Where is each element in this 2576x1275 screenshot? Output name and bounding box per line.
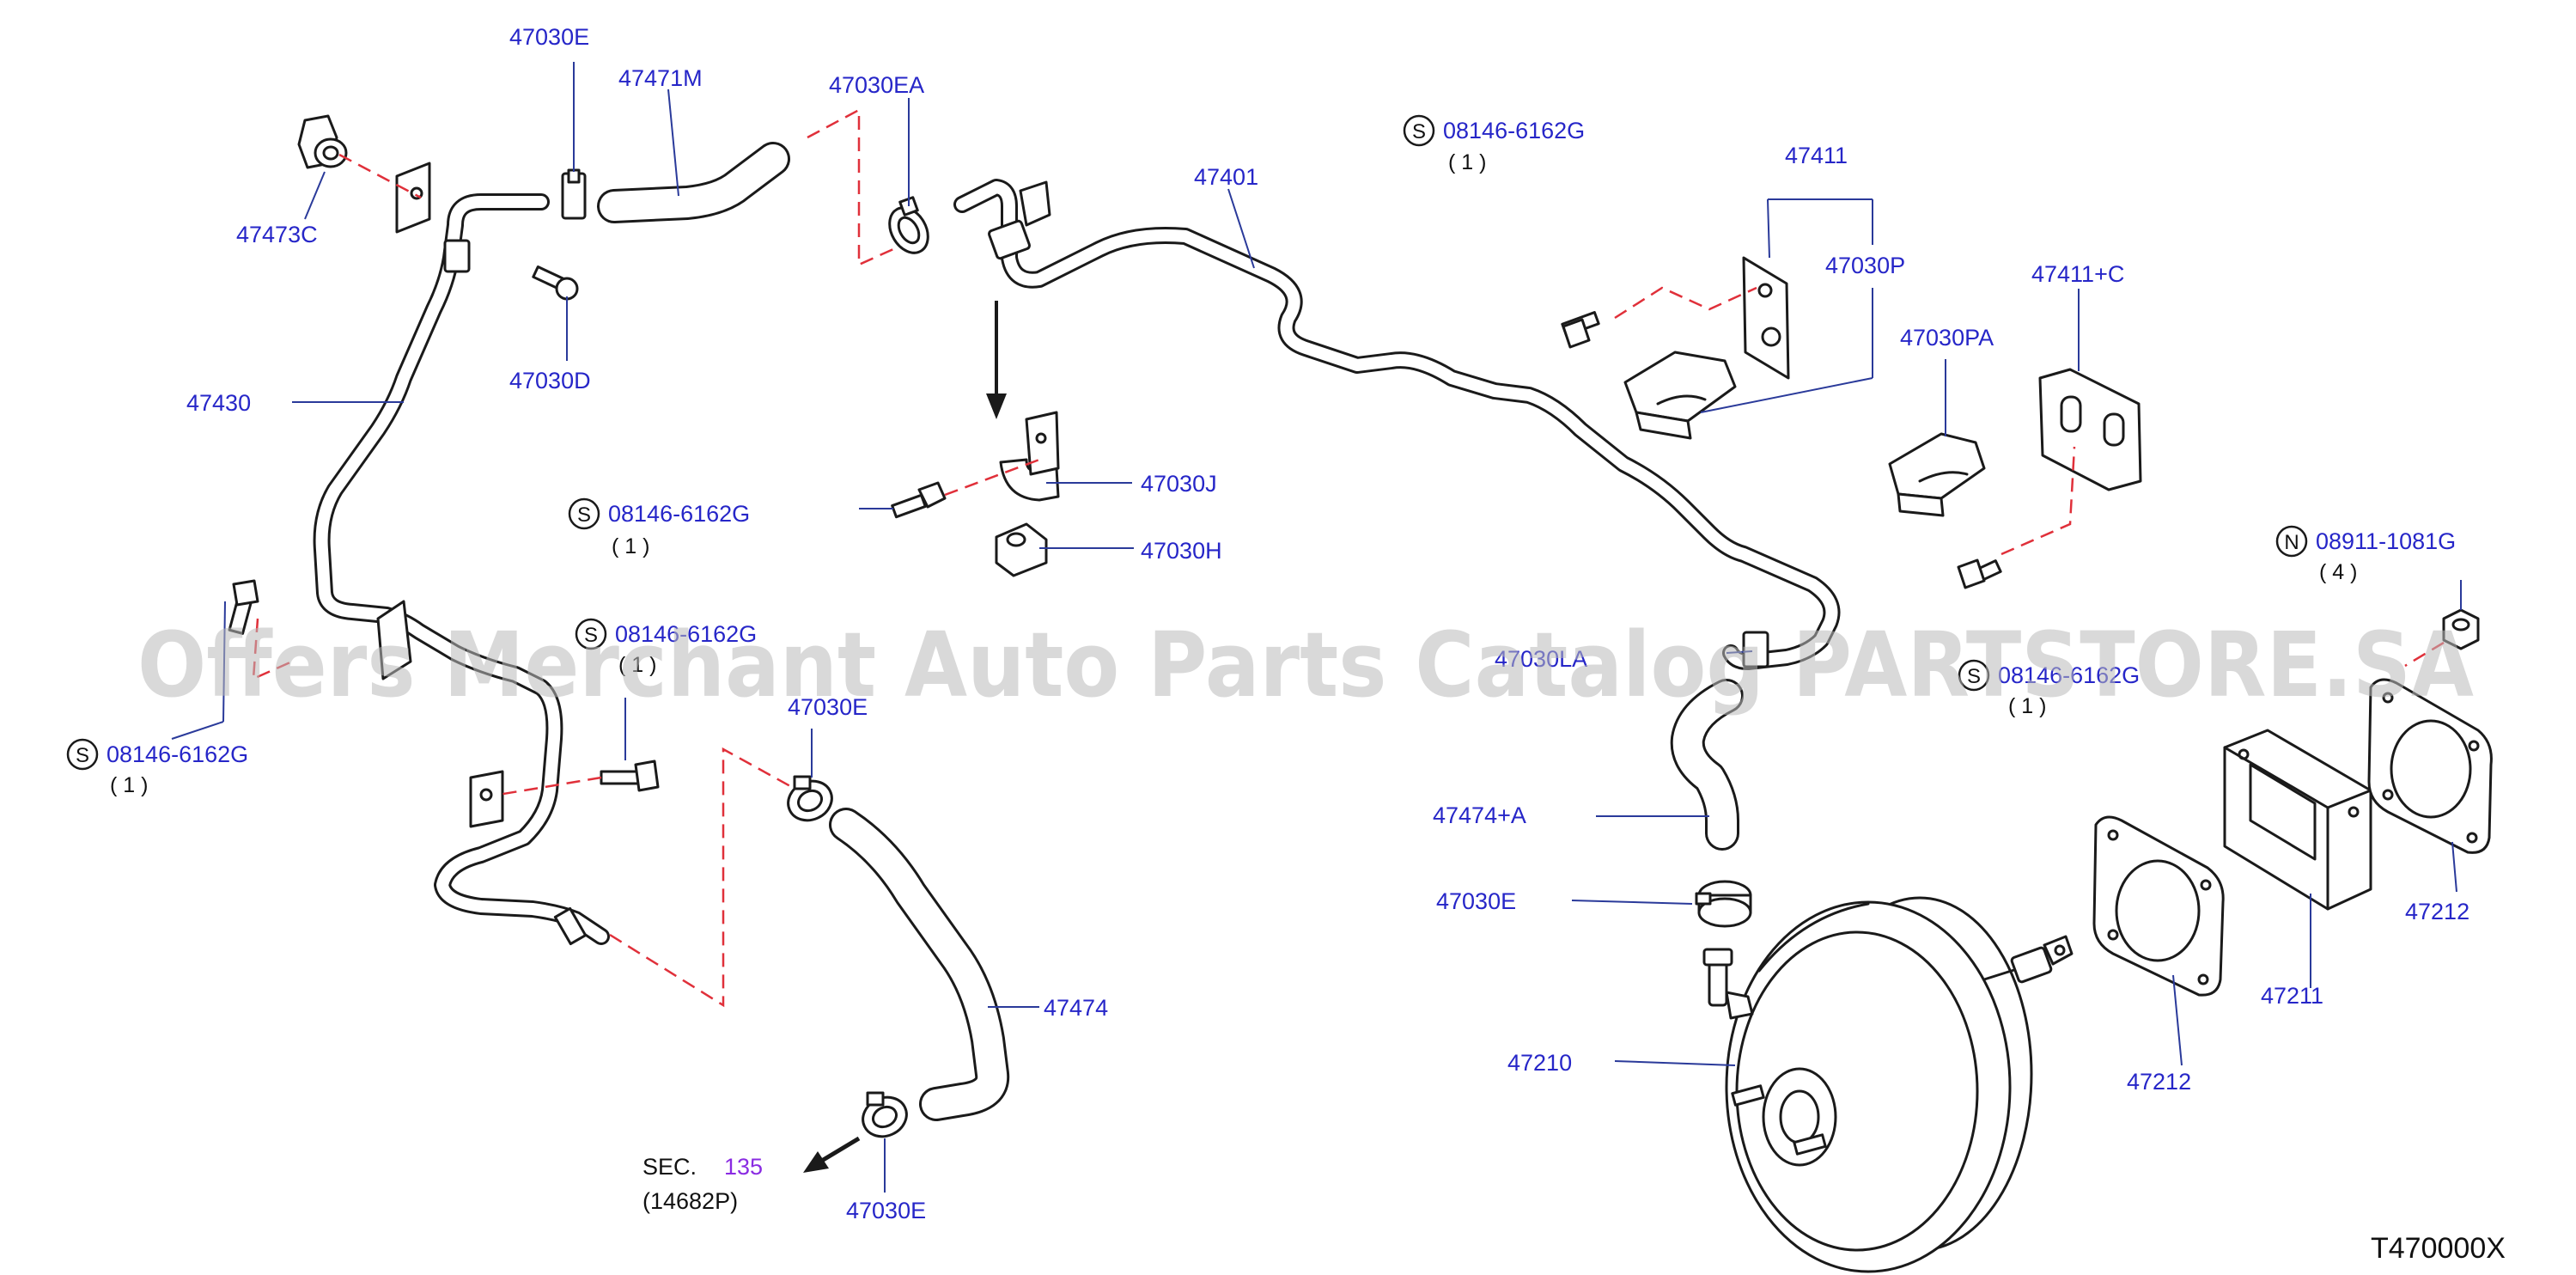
label-47411[interactable]: 47411 xyxy=(1785,143,1848,168)
fastener-callout[interactable]: S 08146-6162G ( 1 ) xyxy=(568,497,750,558)
label-47471m[interactable]: 47471M xyxy=(618,65,703,91)
fastener-callout[interactable]: S 08146-6162G ( 1 ) xyxy=(1403,114,1585,174)
brake-booster-47210 xyxy=(1702,896,2074,1273)
label-47030d[interactable]: 47030D xyxy=(509,368,591,393)
fastener-part: 08146-6162G xyxy=(615,621,757,647)
label-47030h[interactable]: 47030H xyxy=(1141,538,1222,564)
clip-47030p xyxy=(1623,351,1737,440)
tube-clip xyxy=(443,239,471,273)
section-sub: (14682P) xyxy=(642,1188,738,1214)
watermark-text: Offers Merchant Auto Parts Catalog PARTS… xyxy=(137,613,2474,717)
fastener-circle xyxy=(1403,114,1435,147)
fastener-callout[interactable]: S 08146-6162G ( 1 ) xyxy=(66,738,248,797)
bolt-left xyxy=(228,579,259,635)
fastener-letter: S xyxy=(577,503,591,527)
spacer-47211 xyxy=(2223,729,2372,911)
bracket-47411 xyxy=(1742,256,1790,380)
label-47030e-right[interactable]: 47030E xyxy=(1436,888,1516,914)
bolt-lower xyxy=(600,760,660,792)
clamp-47030e-right xyxy=(1695,880,1752,928)
clamp-47030e-bot xyxy=(862,1091,908,1138)
grommet-47473c xyxy=(297,114,348,169)
fastener-qty: ( 1 ) xyxy=(618,653,656,677)
tube-end xyxy=(553,906,588,946)
fastener-qty: ( 4 ) xyxy=(2319,560,2357,584)
fastener-letter: S xyxy=(584,624,598,647)
hose-47474a xyxy=(1670,679,1744,851)
tube-47401 xyxy=(953,179,1841,670)
fastener-letter: S xyxy=(1967,665,1981,688)
section-arrow xyxy=(803,1136,861,1173)
label-47401[interactable]: 47401 xyxy=(1194,164,1258,190)
label-47212-rear[interactable]: 47212 xyxy=(2405,899,2469,924)
fastener-callout[interactable]: S 08146-6162G ( 1 ) xyxy=(575,618,757,677)
label-47030e-mid[interactable]: 47030E xyxy=(788,694,868,720)
grommet-47030h xyxy=(995,522,1048,577)
tube-47430 xyxy=(313,162,610,946)
diagram-code: T470000X xyxy=(2371,1232,2506,1265)
label-47030j[interactable]: 47030J xyxy=(1141,471,1217,497)
section-reference[interactable]: SEC. 135 (14682P) xyxy=(642,1154,763,1214)
label-47474a[interactable]: 47474+A xyxy=(1433,802,1526,828)
label-47030e-bot[interactable]: 47030E xyxy=(846,1198,926,1223)
bolt-right xyxy=(1957,558,2002,589)
fastener-circle xyxy=(66,738,99,771)
label-47210[interactable]: 47210 xyxy=(1507,1050,1572,1076)
label-47030p[interactable]: 47030P xyxy=(1825,253,1905,278)
bracket-47411c xyxy=(2038,368,2142,491)
label-47211[interactable]: 47211 xyxy=(2261,983,2323,1009)
fastener-callout[interactable]: S 08146-6162G ( 1 ) xyxy=(1958,659,2140,718)
dashed-guides xyxy=(252,107,2445,1008)
bracket-mid xyxy=(376,600,412,680)
label-47430[interactable]: 47430 xyxy=(186,390,251,416)
clip-47030pa xyxy=(1888,432,1986,517)
label-47473c[interactable]: 47473C xyxy=(236,222,318,247)
bracket-lower-hole xyxy=(479,788,493,802)
bolt-middle xyxy=(891,481,947,519)
section-number[interactable]: 135 xyxy=(724,1154,763,1180)
bracket-hole xyxy=(410,186,423,200)
fastener-part: 08911-1081G xyxy=(2316,528,2456,554)
fastener-circle xyxy=(575,618,607,650)
bolt-upper-right xyxy=(1561,311,1600,349)
fastener-circle xyxy=(2275,525,2308,558)
label-47030pa[interactable]: 47030PA xyxy=(1900,325,1994,351)
fastener-part: 08146-6162G xyxy=(1998,662,2140,688)
fastener-circle xyxy=(568,497,600,530)
fastener-qty: ( 1 ) xyxy=(612,534,649,558)
fastener-part: 08146-6162G xyxy=(1443,118,1585,143)
line-art xyxy=(228,114,2493,1273)
fastener-callouts: S 08146-6162G ( 1 ) S 08146-6162G ( 1 ) … xyxy=(66,114,2456,797)
bolt-47030d xyxy=(532,265,579,301)
clip-47030j xyxy=(999,411,1060,502)
label-47030la[interactable]: 47030LA xyxy=(1495,646,1587,672)
fastener-circle xyxy=(1958,659,1990,692)
leader-lines xyxy=(171,62,2462,1193)
fastener-qty: ( 1 ) xyxy=(2008,694,2046,718)
section-prefix: SEC. xyxy=(642,1154,697,1180)
fastener-part: 08146-6162G xyxy=(608,501,750,527)
fastener-letter: N xyxy=(2284,531,2299,554)
part-labels: 47030E 47471M 47030EA 47473C 47030D 4743… xyxy=(186,24,2469,1223)
fastener-qty: ( 1 ) xyxy=(110,773,148,797)
gasket-47212-front xyxy=(2092,815,2225,997)
hose-47474 xyxy=(829,808,1010,1121)
fastener-callout[interactable]: N 08911-1081G ( 4 ) xyxy=(2275,525,2456,584)
connector-47030e-top xyxy=(561,168,587,220)
label-47212-front[interactable]: 47212 xyxy=(2127,1069,2191,1095)
fastener-qty: ( 1 ) xyxy=(1448,150,1486,174)
fastener-letter: S xyxy=(1412,120,1426,143)
label-47030ea[interactable]: 47030EA xyxy=(829,72,924,98)
arrow-down xyxy=(986,301,1007,419)
label-47411c[interactable]: 47411+C xyxy=(2031,261,2124,287)
label-47030e-top[interactable]: 47030E xyxy=(509,24,589,50)
clamp-47030e-mid xyxy=(787,775,833,822)
gasket-47212-rear xyxy=(2367,678,2493,854)
fastener-letter: S xyxy=(76,744,89,767)
fastener-part: 08146-6162G xyxy=(107,741,248,767)
label-47474[interactable]: 47474 xyxy=(1044,995,1108,1021)
hose-47471m xyxy=(597,142,790,223)
